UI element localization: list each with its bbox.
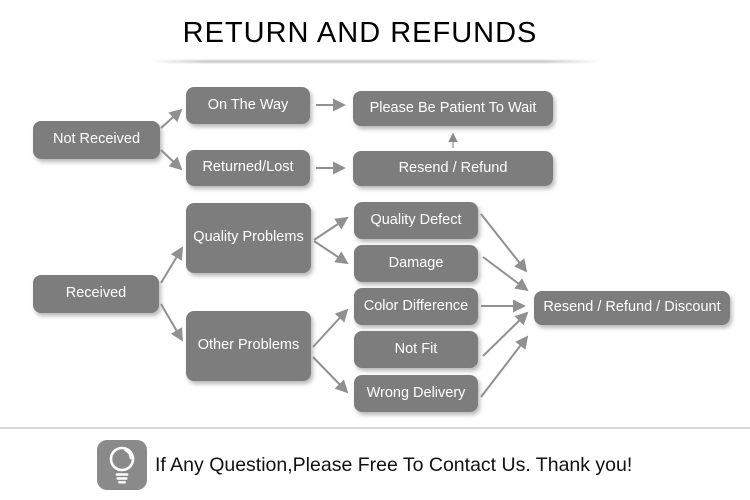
arrow-qualityproblems-damage xyxy=(313,240,349,265)
page-title: RETURN AND REFUNDS xyxy=(182,17,538,49)
arrow-notreceived-ontheway xyxy=(160,108,183,129)
title-divider xyxy=(150,60,600,63)
node-other-problems: Other Problems xyxy=(186,311,311,381)
arrow-notfit-final xyxy=(482,311,529,357)
arrow-qualitydefect-final xyxy=(480,213,528,273)
node-received: Received xyxy=(33,275,159,313)
arrow-received-otherproblems xyxy=(160,303,183,342)
node-not-fit: Not Fit xyxy=(354,331,478,368)
node-not-received: Not Received xyxy=(33,121,160,159)
node-please-be-patient: Please Be Patient To Wait xyxy=(353,91,553,126)
node-quality-problems: Quality Problems xyxy=(186,203,311,273)
node-color-difference: Color Difference xyxy=(354,288,478,325)
footer-divider xyxy=(0,427,750,429)
arrow-otherproblems-colordifference xyxy=(312,308,349,348)
arrow-damage-final xyxy=(482,256,529,292)
arrow-received-qualityproblems xyxy=(160,246,184,284)
node-resend-refund: Resend / Refund xyxy=(353,151,553,186)
arrow-otherproblems-wrongdelivery xyxy=(312,356,349,394)
node-on-the-way: On The Way xyxy=(186,87,310,124)
arrow-qualityproblems-qualitydefect xyxy=(313,216,349,241)
node-quality-defect: Quality Defect xyxy=(354,202,478,239)
node-wrong-delivery: Wrong Delivery xyxy=(354,375,478,412)
arrow-notreceived-returnedlost xyxy=(160,149,183,171)
footer: If Any Question,Please Free To Contact U… xyxy=(97,440,632,490)
node-damage: Damage xyxy=(354,245,478,282)
footer-message: If Any Question,Please Free To Contact U… xyxy=(155,453,633,476)
arrow-wrongdelivery-final xyxy=(480,335,529,398)
node-returned-lost: Returned/Lost xyxy=(186,150,310,186)
lightbulb-icon xyxy=(97,440,147,490)
node-resend-refund-discount: Resend / Refund / Discount xyxy=(534,291,730,325)
